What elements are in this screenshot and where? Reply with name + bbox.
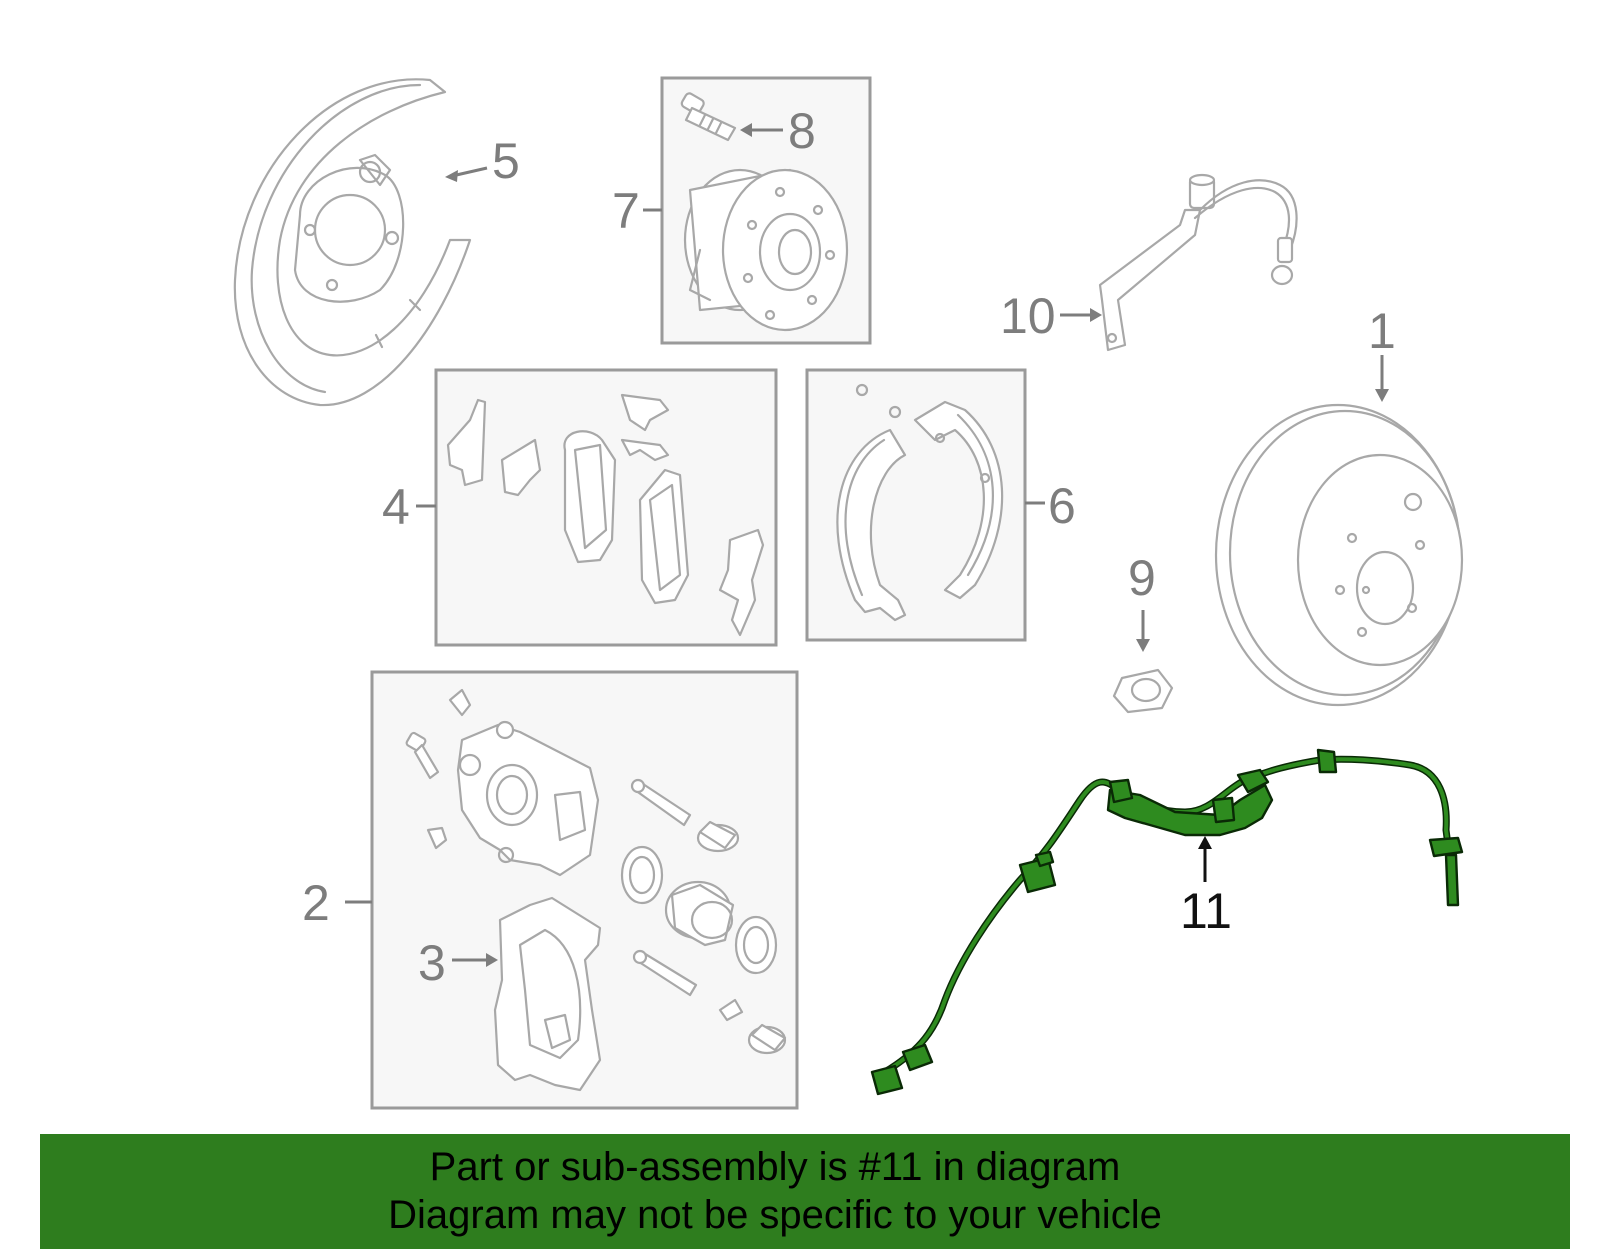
callout-10: 10 — [1000, 288, 1056, 344]
callout-4-group: 4 — [382, 479, 436, 535]
banner-line-2: Diagram may not be specific to your vehi… — [388, 1193, 1162, 1237]
callout-2-group: 2 — [302, 875, 372, 931]
callout-2: 2 — [302, 875, 330, 931]
callout-1-group: 1 — [1368, 303, 1396, 402]
callout-10-group: 10 — [1000, 288, 1102, 344]
part-8-wheel-stud[interactable] — [680, 92, 737, 142]
callout-9: 9 — [1128, 550, 1156, 606]
callout-5: 5 — [492, 133, 520, 189]
part-4-brake-pad-set[interactable] — [446, 393, 765, 637]
part-11-abs-sensor[interactable] — [870, 748, 1464, 1096]
part-2-caliper-assembly[interactable] — [405, 688, 787, 1055]
part-3-caliper-bracket[interactable] — [493, 896, 602, 1092]
part-7-hub-bearing[interactable] — [683, 168, 849, 332]
callout-1: 1 — [1368, 303, 1396, 359]
callout-4: 4 — [382, 479, 410, 535]
part-9-nut[interactable] — [1112, 668, 1174, 714]
part-1-brake-rotor[interactable] — [1214, 403, 1464, 707]
part-6-parking-brake-shoes[interactable] — [836, 383, 1004, 622]
callout-3: 3 — [418, 935, 446, 991]
callout-8: 8 — [788, 103, 816, 159]
callout-6-group: 6 — [1025, 478, 1076, 534]
callout-9-group: 9 — [1128, 550, 1156, 652]
banner-line-1: Part or sub-assembly is #11 in diagram — [429, 1145, 1121, 1189]
part-5-dust-shield[interactable] — [233, 78, 472, 407]
callout-7: 7 — [612, 183, 640, 239]
callout-6: 6 — [1048, 478, 1076, 534]
info-banner: Part or sub-assembly is #11 in diagram D… — [40, 1134, 1570, 1249]
callout-7-group: 7 — [612, 183, 662, 239]
callout-8-group: 8 — [740, 103, 816, 159]
callout-11-group: 11 — [1180, 836, 1232, 939]
callout-5-group: 5 — [445, 133, 520, 189]
part-10-hose-bracket[interactable] — [1098, 173, 1298, 352]
callout-11: 11 — [1180, 883, 1232, 939]
callout-3-group: 3 — [418, 935, 498, 991]
